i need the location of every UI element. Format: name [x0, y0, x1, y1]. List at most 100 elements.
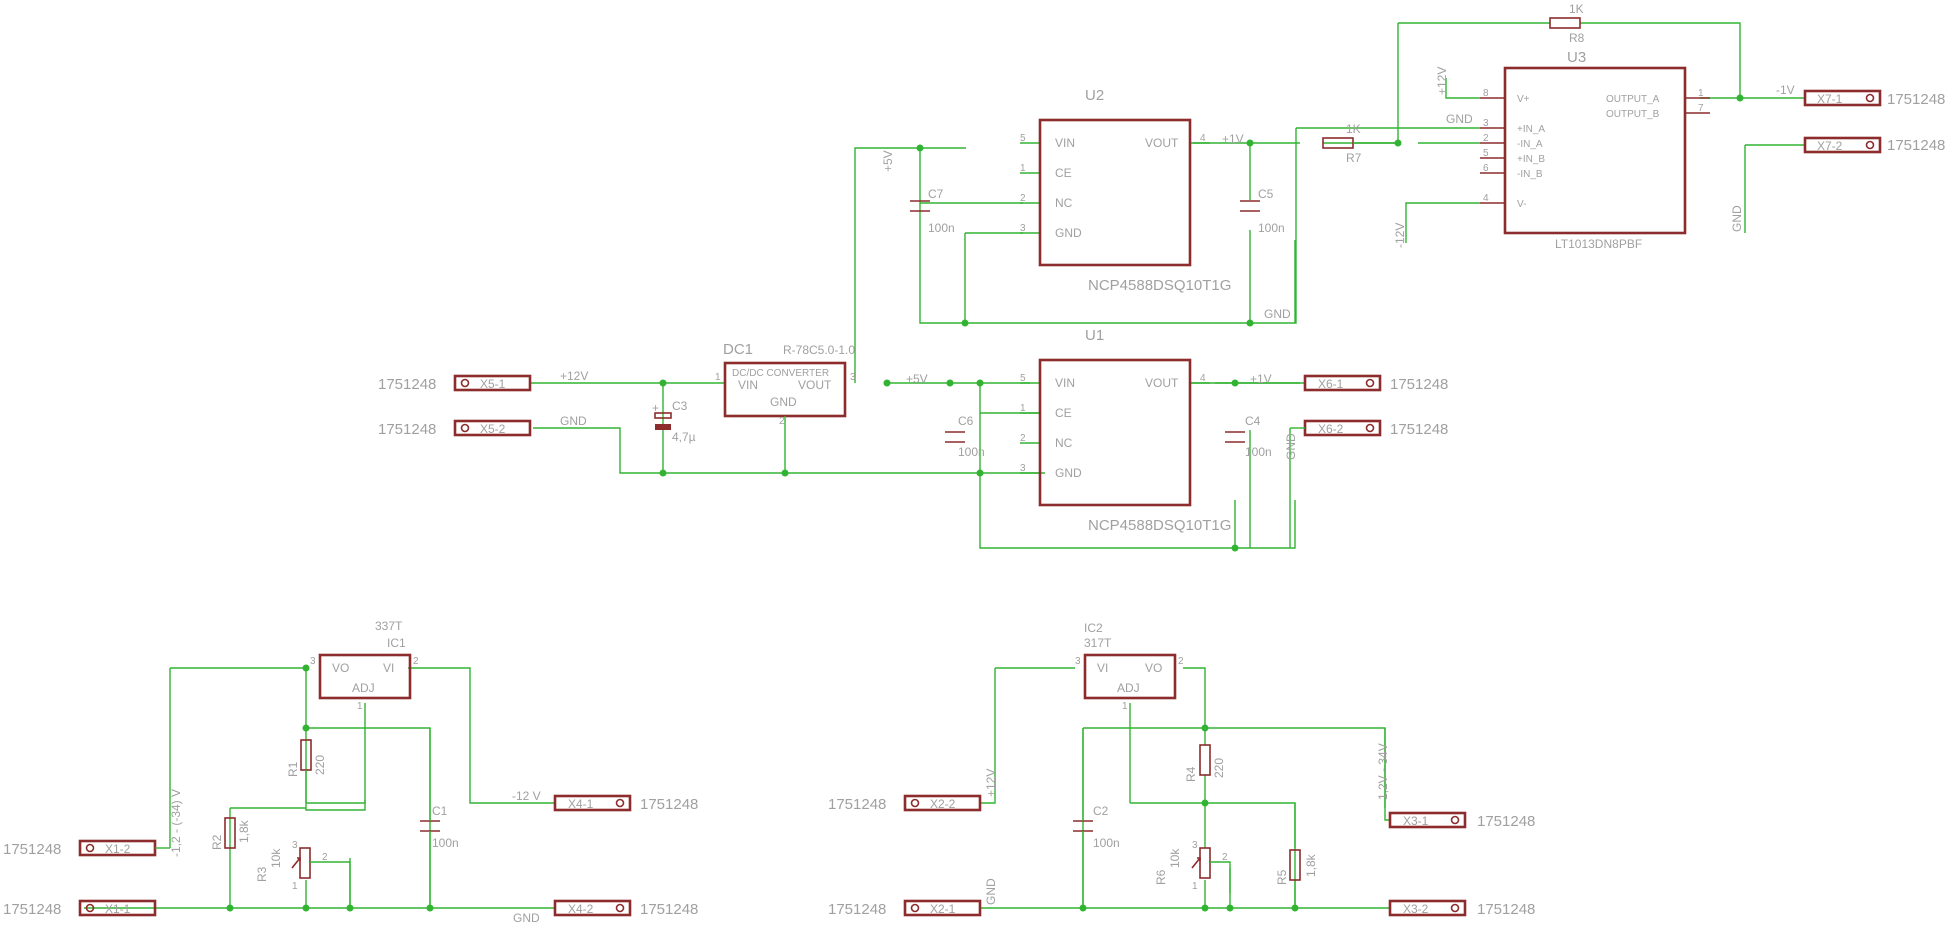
x2-1-part: 1751248 [828, 901, 886, 918]
u1-net-1v: +1V [1250, 372, 1272, 386]
r7-value: 1K [1346, 122, 1361, 136]
dc1-part: R-78C5.0-1.0 [783, 343, 855, 357]
x1-1-label: X1-1 [105, 902, 131, 916]
c6-capacitor: C6 100n [945, 414, 985, 459]
dc1-converter: DC1 R-78C5.0-1.0 DC/DC CONVERTER VIN VOU… [715, 341, 856, 473]
ic1-pin-vo: VO [332, 661, 349, 675]
r7-resistor: 1K R7 [1322, 122, 1398, 165]
r7-name: R7 [1346, 151, 1362, 165]
ic2-pinnum-1: 1 [1122, 701, 1128, 712]
r5-value: 1,8k [1304, 853, 1318, 877]
u2-pin-ce: CE [1055, 166, 1072, 180]
u2-pinnum-2: 2 [1020, 193, 1026, 204]
u1-pin-gnd: GND [1055, 466, 1082, 480]
u1-name: U1 [1085, 327, 1104, 344]
connector-x7-1: X7-1 1751248 [1803, 89, 1945, 108]
x5-1-label: X5-1 [480, 377, 506, 391]
u1-pinnum-3: 3 [1020, 463, 1026, 474]
u3-pinnum-6: 6 [1483, 163, 1489, 174]
connector-x6-1: X6-1 1751248 [1303, 374, 1448, 393]
u3-vminus-label: -12V [1393, 223, 1407, 248]
r8-name: R8 [1569, 31, 1585, 45]
x4-1-part: 1751248 [640, 796, 698, 813]
u1-pin-ce: CE [1055, 406, 1072, 420]
ic1-pin-vi: VI [383, 661, 394, 675]
c7-name: C7 [928, 187, 944, 201]
u2-pin-vin: VIN [1055, 136, 1075, 150]
c6-value: 100n [958, 445, 985, 459]
r3-pin2: 2 [322, 852, 328, 863]
c1-name: C1 [432, 804, 448, 818]
x3-2-label: X3-2 [1403, 902, 1429, 916]
x4-1-label: X4-1 [568, 797, 594, 811]
u3-pin-vplus: V+ [1517, 94, 1530, 105]
u2-pin-gnd: GND [1055, 226, 1082, 240]
r3-name: R3 [255, 866, 269, 882]
ic1-pinnum-1: 1 [357, 701, 363, 712]
x2-2-label: X2-2 [930, 797, 956, 811]
ic1-regulator: 337T IC1 VO VI ADJ 3 2 1 [310, 619, 419, 712]
r3-value: 10k [269, 848, 283, 868]
r5-resistor: R5 1,8k [1275, 849, 1318, 885]
net-m1v-label: -1V [1776, 83, 1795, 97]
x1-2-part: 1751248 [3, 841, 61, 858]
u2-name: U2 [1085, 87, 1104, 104]
r8-resistor: 1K R8 [1549, 2, 1585, 45]
x1-1-part: 1751248 [3, 901, 61, 918]
u2-net-gnd: GND [1264, 307, 1291, 321]
u1-pinnum-1: 1 [1020, 403, 1026, 414]
c3-capacitor: + C3 4,7µ [652, 399, 696, 444]
connector-x2-2: X2-2 1751248 [828, 794, 982, 813]
ic1-name: IC1 [387, 636, 406, 650]
x6-1-label: X6-1 [1318, 377, 1344, 391]
u3-pin-vminus: V- [1517, 199, 1526, 210]
net-neg-range-label: -1,2 - (-34) V [169, 789, 183, 857]
dc1-pin-vout: VOUT [798, 378, 832, 392]
u2-ldo: U2 NCP4588DSQ10T1G VIN CE NC GND VOUT 5 … [1020, 87, 1231, 294]
x5-2-label: X5-2 [480, 422, 506, 436]
u3-vplus-label: +12V [1435, 67, 1449, 95]
c4-value: 100n [1245, 445, 1272, 459]
u1-pin-vin: VIN [1055, 376, 1075, 390]
u1-pinnum-5: 5 [1020, 373, 1026, 384]
c2-capacitor: C2 100n [1073, 728, 1120, 908]
r3-pin3: 3 [292, 840, 298, 851]
ic2-part: 317T [1084, 636, 1112, 650]
connector-x3-1: X3-1 1751248 [1388, 811, 1535, 830]
u3-pinnum-1: 1 [1698, 88, 1704, 99]
x7-2-part: 1751248 [1887, 137, 1945, 154]
r8-value: 1K [1569, 2, 1584, 16]
u3-pinnum-3: 3 [1483, 118, 1489, 129]
u3-pin-inan: -IN_A [1517, 139, 1543, 150]
c3-plus: + [652, 401, 659, 415]
u1-pinnum-2: 2 [1020, 433, 1026, 444]
u3-pin-inbn: -IN_B [1517, 169, 1543, 180]
dc1-title: DC/DC CONVERTER [732, 368, 829, 379]
connectors: X5-1 1751248 X5-2 1751248 X6-1 1751248 X… [3, 89, 1945, 918]
r3-pin1: 1 [292, 881, 298, 892]
u2-pin-nc: NC [1055, 196, 1073, 210]
connector-x5-1: X5-1 1751248 [378, 374, 532, 393]
ic2-regulator: IC2 317T VI VO ADJ 3 2 1 [1075, 621, 1184, 712]
net-pos-range-label: 1,2V - 34V [1376, 743, 1390, 800]
net-5v-vertical: +5V [881, 150, 895, 172]
connector-x7-2: X7-2 1751248 [1803, 136, 1945, 154]
r2-name: R2 [210, 834, 224, 850]
connector-x3-2: X3-2 1751248 [1388, 899, 1535, 918]
x1-2-label: X1-2 [105, 842, 131, 856]
u1-net-5v: +5V [906, 372, 928, 386]
r6-pin1: 1 [1192, 881, 1198, 892]
r1-name: R1 [286, 761, 300, 777]
u1-part: NCP4588DSQ10T1G [1088, 517, 1231, 534]
x3-1-part: 1751248 [1477, 813, 1535, 830]
u2-net-1v: +1V [1222, 132, 1244, 146]
connector-x4-2: X4-2 1751248 [553, 899, 698, 918]
u3-pinnum-5: 5 [1483, 148, 1489, 159]
x6-2-part: 1751248 [1390, 421, 1448, 438]
r1-resistor: R1 220 [286, 739, 327, 803]
ic2-name: IC2 [1084, 621, 1103, 635]
net-12v-input: +12V [560, 369, 588, 383]
x5-1-part: 1751248 [378, 376, 436, 393]
connector-x4-1: X4-1 1751248 [553, 794, 698, 813]
connector-x2-1: X2-1 1751248 [828, 899, 982, 918]
